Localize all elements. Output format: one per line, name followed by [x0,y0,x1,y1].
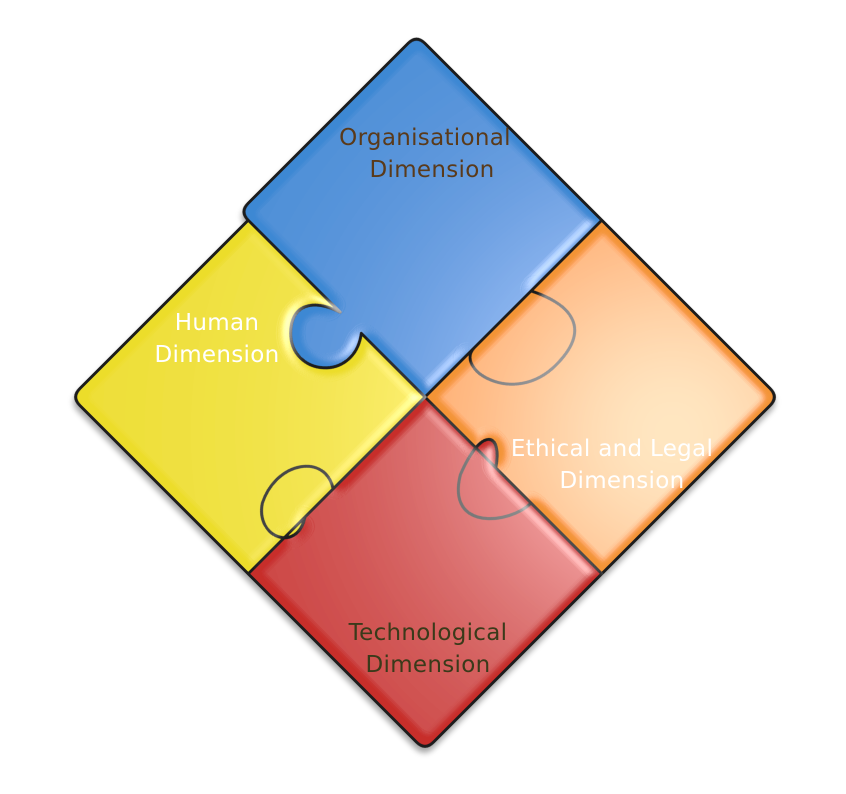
technological-label-line2: Dimension [366,652,491,678]
human-label-line2: Dimension [155,342,280,368]
ethical-label-line1: Ethical and Legal [511,436,713,462]
organisational-label-line1: Organisational [339,125,511,151]
organisational-label-line2: Dimension [370,157,495,183]
technological-label-line1: Technological [348,620,508,646]
ethical-label-line2: Dimension [560,468,685,494]
human-label-line1: Human [175,310,259,336]
technological-piece [74,218,427,576]
